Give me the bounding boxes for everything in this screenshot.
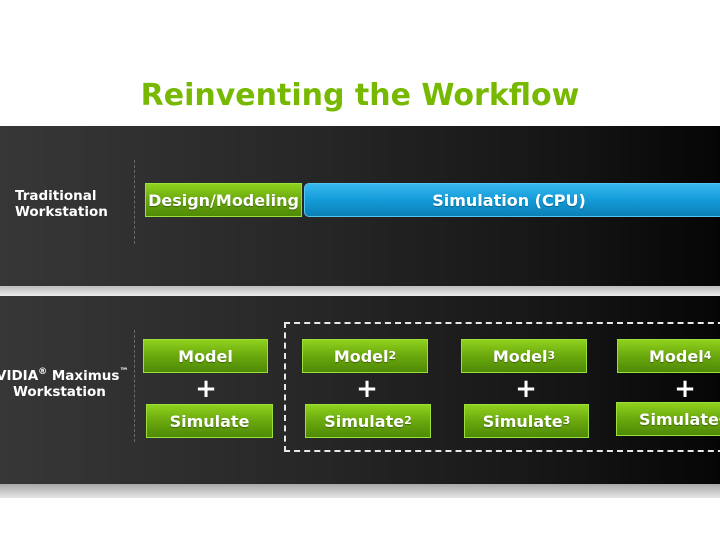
plus-sign-2: +: [356, 374, 378, 404]
row-divider-line: [134, 160, 135, 244]
model-label: Model: [492, 346, 548, 366]
simulate-label: Simulate: [324, 411, 405, 431]
band-divider-strip: [0, 286, 720, 296]
maximus-workstation-label: VIDIA® Maximus™ Workstation: [0, 367, 129, 401]
design-modeling-box: Design/Modeling: [145, 183, 302, 217]
parallel-group-frame: [284, 322, 720, 452]
design-modeling-label: Design/Modeling: [148, 190, 299, 210]
row-divider-line: [134, 330, 135, 442]
traditional-label-line1: Traditional: [15, 188, 97, 204]
model-label: Model: [649, 346, 704, 366]
traditional-workstation-label: Traditional Workstation: [15, 188, 108, 220]
simulate-label: Simulate: [639, 409, 719, 429]
plus-sign-3: +: [515, 374, 537, 404]
simulation-cpu-label: Simulation (CPU): [432, 190, 586, 210]
plus-sign-4: +: [674, 374, 696, 404]
model-box-1: Model: [143, 339, 268, 373]
maximus-label-line1: VIDIA® Maximus™: [0, 367, 129, 385]
simulate-label: Simulate: [482, 411, 563, 431]
model-label: Model: [333, 346, 389, 366]
slide-title: Reinventing the Workflow: [140, 78, 580, 113]
simulate-label: Simulate: [169, 411, 250, 431]
maximus-label-line2: Workstation: [13, 384, 106, 400]
simulate-box-1: Simulate: [146, 404, 273, 438]
simulate-box-4: Simulate4: [616, 402, 720, 436]
plus-sign-1: +: [195, 374, 217, 404]
band-bottom-strip: [0, 484, 720, 498]
maximus-band: [0, 296, 720, 484]
traditional-label-line2: Workstation: [15, 204, 108, 220]
model-label: Model: [178, 346, 233, 366]
simulation-cpu-bar: Simulation (CPU): [304, 183, 720, 217]
